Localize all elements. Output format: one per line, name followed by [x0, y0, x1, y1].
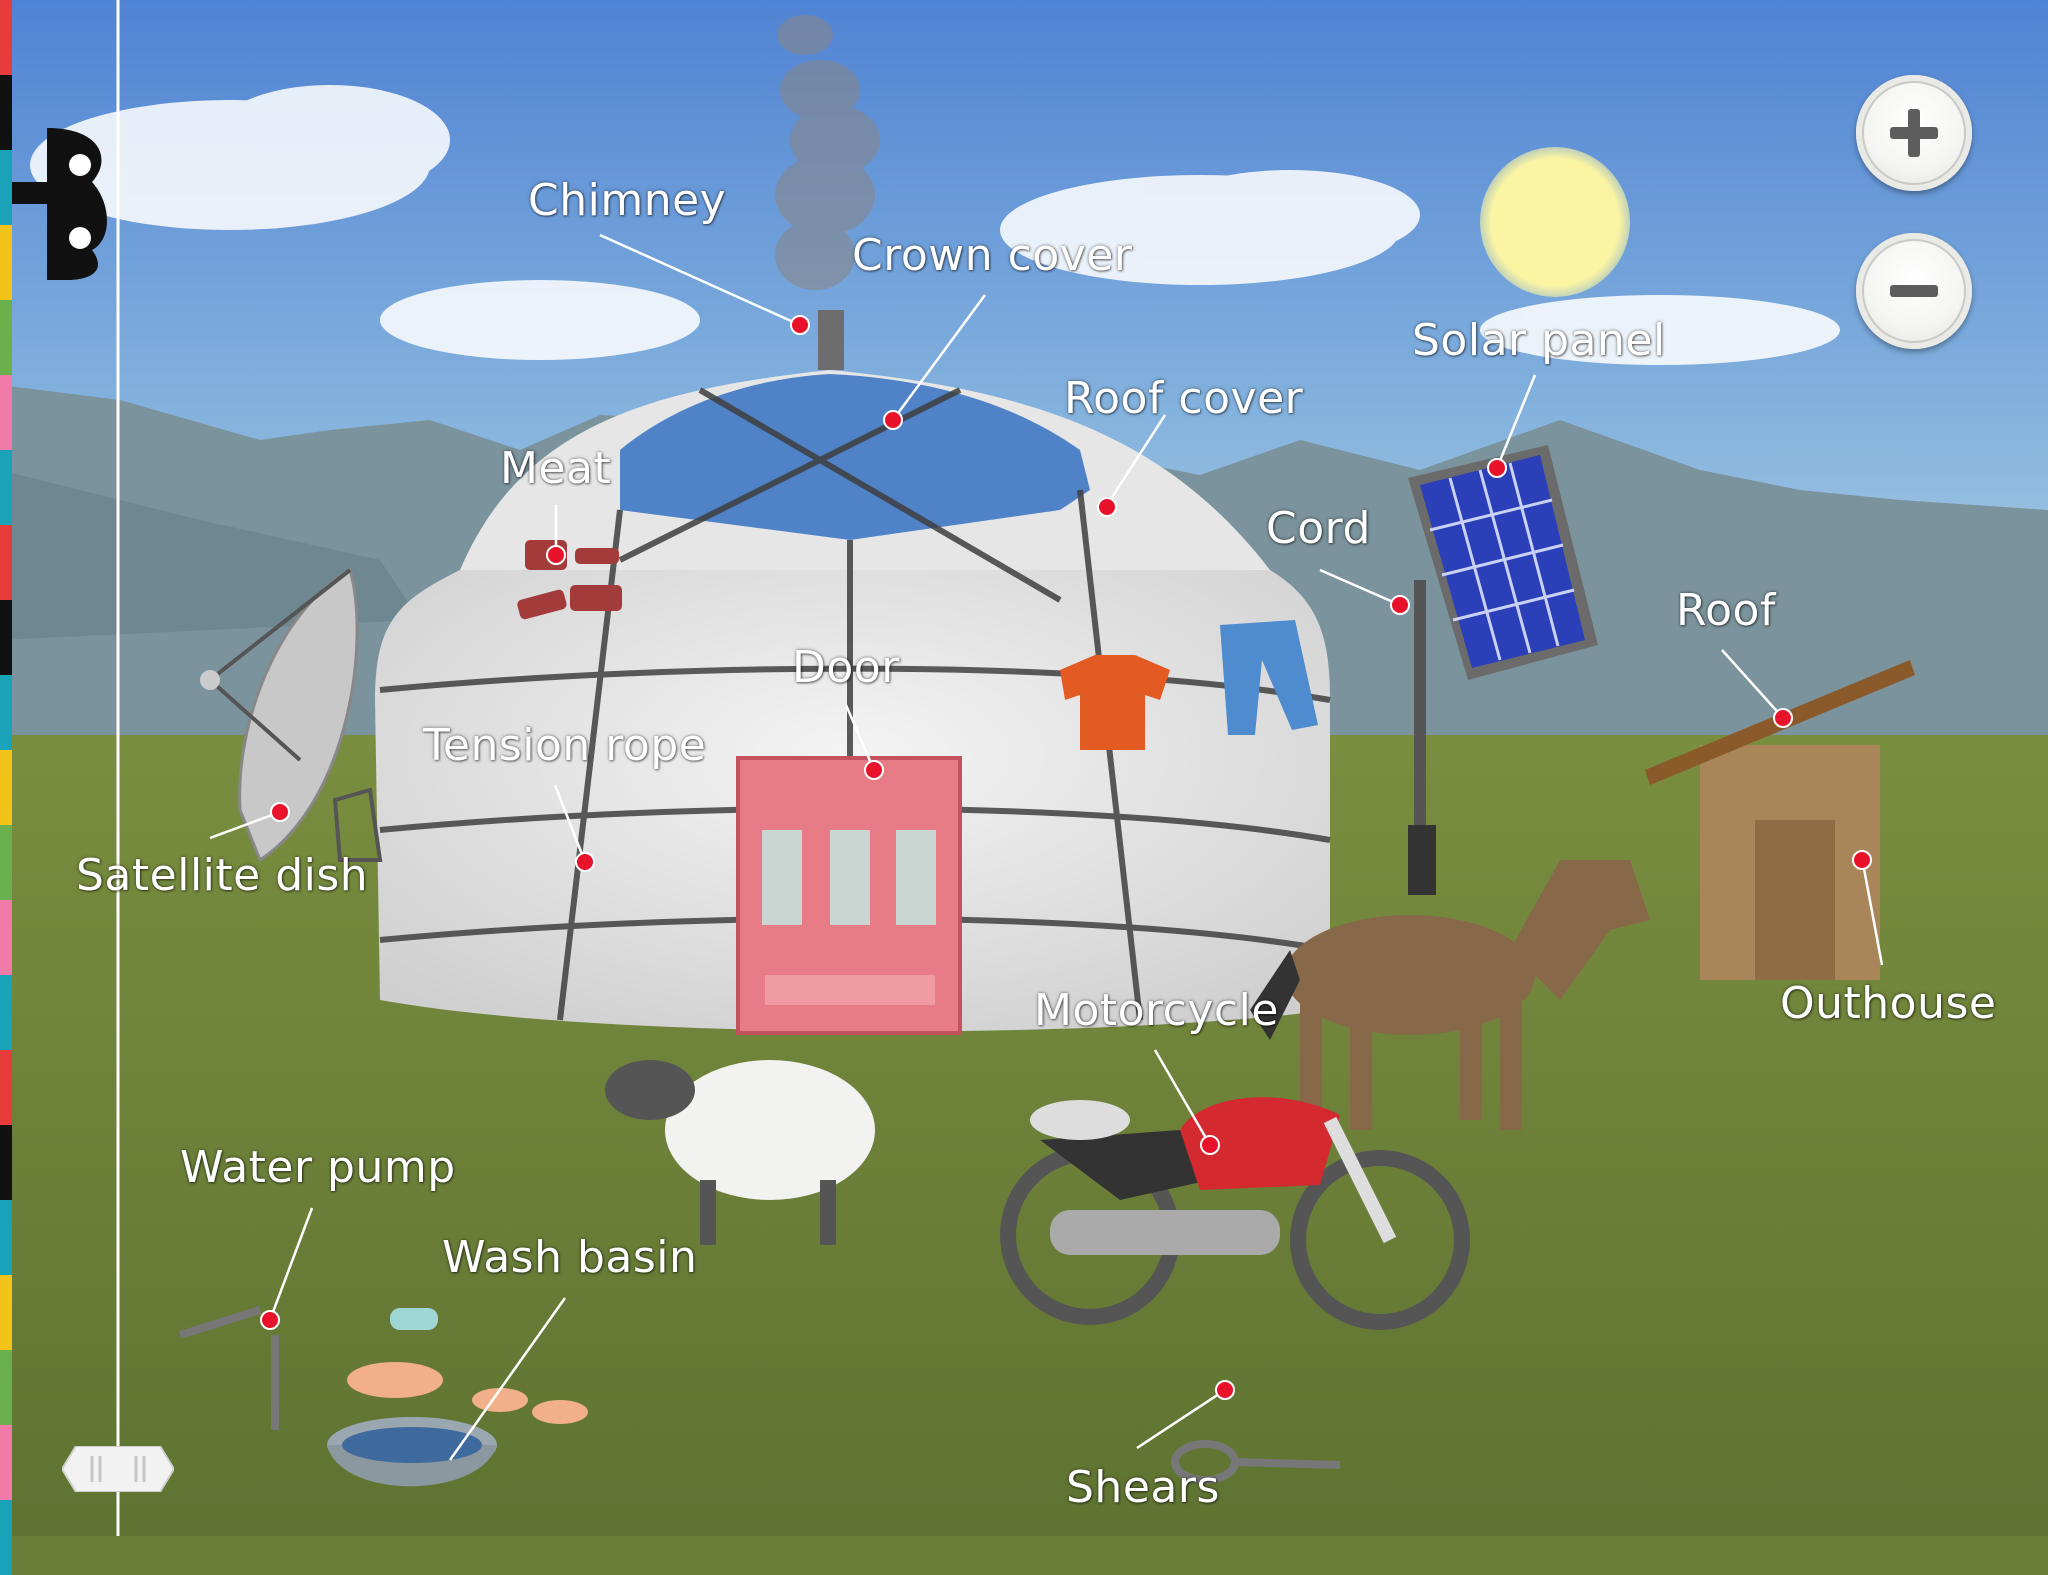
zoom-in-button[interactable]: [1856, 75, 1972, 191]
color-strip-segment: [0, 450, 12, 525]
label-crown-cover[interactable]: Crown cover: [852, 230, 1133, 281]
hotspot-meat: [546, 545, 566, 565]
minus-icon: [1890, 285, 1938, 297]
clouds: [30, 85, 1840, 365]
label-tension-rope[interactable]: Tension rope: [423, 720, 707, 771]
label-outhouse[interactable]: Outhouse: [1780, 978, 1997, 1029]
color-strip-segment: [0, 675, 12, 750]
shirt: [1060, 655, 1170, 750]
scene-illustration: [0, 0, 2048, 1536]
color-strip-segment: [0, 1350, 12, 1425]
shears-shape: [1171, 1440, 1341, 1484]
callout-lines: [209, 233, 1884, 1461]
color-strip: [0, 0, 12, 1575]
color-strip-segment: [0, 300, 12, 375]
hotspot-satellite-dish: [270, 802, 290, 822]
color-strip-segment: [0, 150, 12, 225]
label-roof[interactable]: Roof: [1676, 585, 1776, 636]
horse-shape: [1250, 860, 1650, 1130]
solar-panel-shape: [1408, 445, 1598, 895]
water-pump-shape: [178, 1306, 279, 1430]
scroll-handle[interactable]: [60, 1445, 176, 1493]
hotspots: [260, 315, 1872, 1400]
hotspot-tension-rope: [575, 852, 595, 872]
hotspot-water-pump: [260, 1310, 280, 1330]
hotspot-cord: [1390, 595, 1410, 615]
color-strip-segment: [0, 375, 12, 450]
plus-icon: [1890, 109, 1938, 157]
color-strip-segment: [0, 600, 12, 675]
label-door[interactable]: Door: [792, 642, 900, 693]
hotspot-motorcycle: [1200, 1135, 1220, 1155]
label-water-pump[interactable]: Water pump: [180, 1142, 456, 1193]
color-strip-segment: [0, 1125, 12, 1200]
color-strip-segment: [0, 1275, 12, 1350]
color-strip-segment: [0, 0, 12, 75]
hotspot-solar-panel: [1487, 458, 1507, 478]
color-strip-segment: [0, 225, 12, 300]
satellite-dish-shape: [200, 567, 383, 863]
label-roof-cover[interactable]: Roof cover: [1064, 373, 1304, 424]
label-wash-basin[interactable]: Wash basin: [442, 1232, 698, 1283]
label-solar-panel[interactable]: Solar panel: [1412, 315, 1666, 366]
label-shears[interactable]: Shears: [1066, 1462, 1220, 1513]
color-strip-segment: [0, 975, 12, 1050]
color-strip-segment: [0, 1500, 12, 1575]
label-cord[interactable]: Cord: [1266, 503, 1371, 554]
color-strip-segment: [0, 900, 12, 975]
smoke: [775, 15, 880, 290]
hotspot-roof: [1773, 708, 1793, 728]
hotspot-chimney: [790, 315, 810, 335]
color-strip-segment: [0, 75, 12, 150]
label-motorcycle[interactable]: Motorcycle: [1034, 985, 1279, 1036]
color-strip-segment: [0, 750, 12, 825]
label-chimney[interactable]: Chimney: [528, 175, 727, 226]
scroll-handle-icon: [60, 1445, 176, 1493]
hotspot-crown-cover: [883, 410, 903, 430]
sun: [1480, 147, 1630, 297]
color-strip-segment: [0, 825, 12, 900]
sheep-shape: [605, 1060, 875, 1245]
hotspot-outhouse: [1852, 850, 1872, 870]
wind-up-key-icon[interactable]: [12, 120, 112, 285]
color-strip-segment: [0, 1050, 12, 1125]
label-satellite-dish[interactable]: Satellite dish: [76, 850, 369, 901]
label-meat[interactable]: Meat: [500, 443, 612, 494]
hotspot-shears: [1215, 1380, 1235, 1400]
zoom-out-button[interactable]: [1856, 233, 1972, 349]
color-strip-segment: [0, 525, 12, 600]
color-strip-segment: [0, 1425, 12, 1500]
motorcycle-shape: [1000, 1097, 1470, 1330]
chimney-pipe: [818, 310, 844, 370]
color-strip-segment: [0, 1200, 12, 1275]
jeans: [1220, 620, 1318, 735]
hotspot-roof-cover: [1097, 497, 1117, 517]
hotspot-door: [864, 760, 884, 780]
